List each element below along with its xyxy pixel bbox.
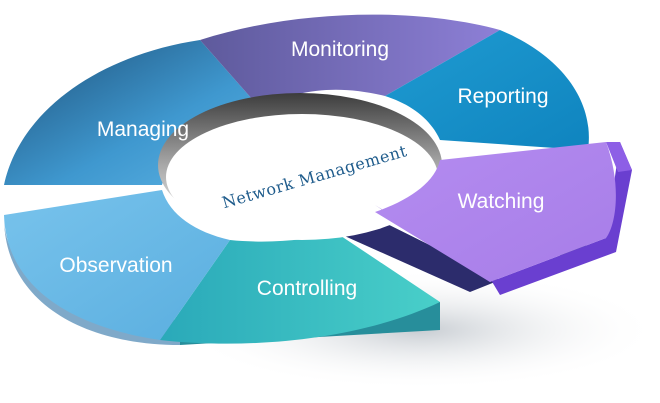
ring-hole: [166, 114, 438, 240]
segment-watching-side: [375, 142, 632, 295]
segment-controlling[interactable]: [160, 232, 440, 344]
segment-label-observation: Observation: [59, 254, 172, 277]
segment-label-monitoring: Monitoring: [291, 38, 389, 61]
segment-label-reporting: Reporting: [457, 85, 548, 108]
segment-monitoring[interactable]: [200, 14, 500, 108]
segment-reporting[interactable]: [385, 30, 589, 150]
segment-watching[interactable]: [375, 142, 616, 282]
segment-managing[interactable]: [4, 40, 260, 185]
segment-label-watching: Watching: [458, 190, 545, 213]
segment-observation[interactable]: [4, 190, 230, 340]
segment-watching-edge: [606, 142, 632, 172]
segment-label-controlling: Controlling: [257, 277, 357, 300]
segment-label-managing: Managing: [97, 118, 189, 141]
